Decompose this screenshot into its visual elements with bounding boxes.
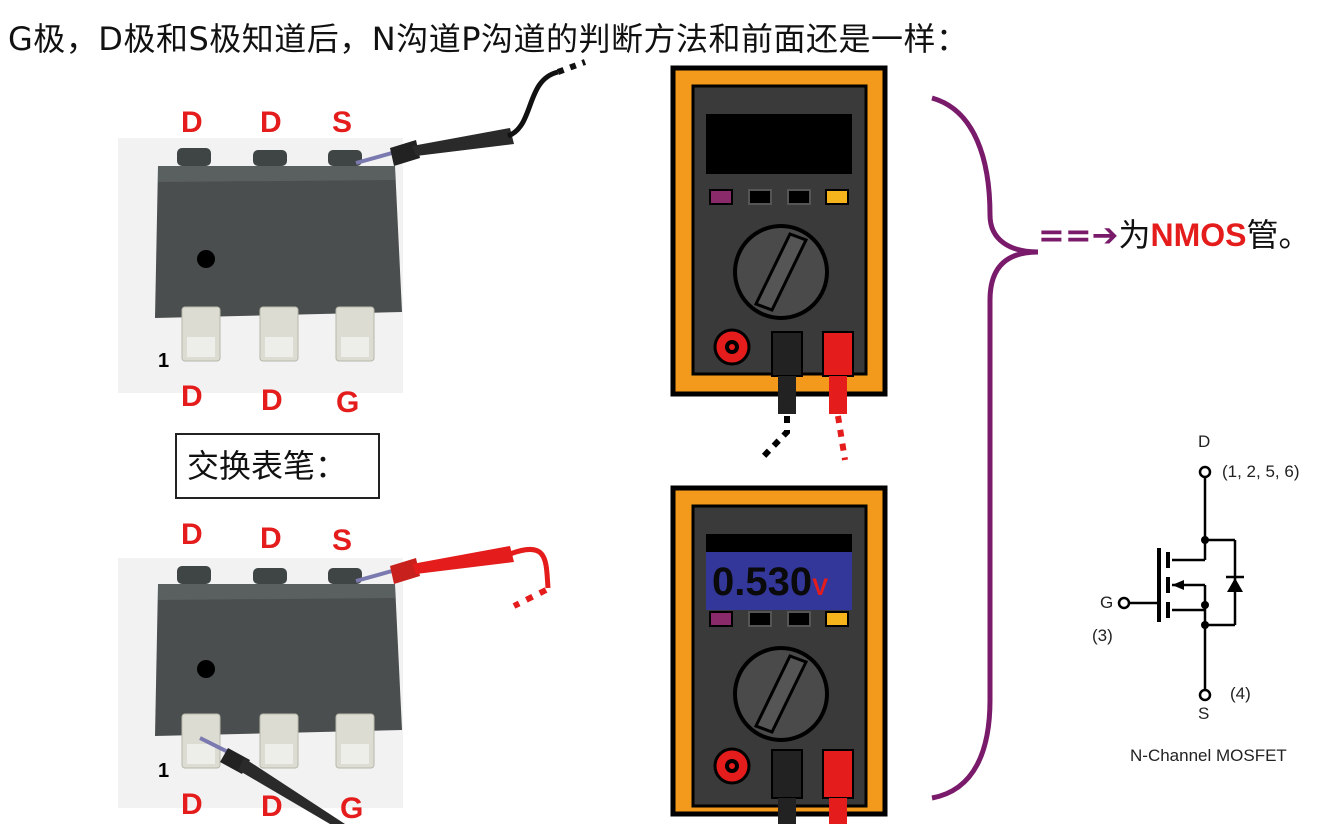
meter-reading-value: 0.530	[712, 560, 813, 604]
black-probe-top	[355, 59, 587, 166]
chip-top-pin-label: D	[181, 380, 203, 413]
schematic-source-pin: (4)	[1230, 684, 1251, 703]
chip-bottom-pin-label: D	[260, 522, 282, 555]
result-text: ==➔为NMOS管。	[1038, 210, 1310, 256]
schematic-source-label: S	[1198, 704, 1210, 723]
chip-bottom-pin-label: G	[340, 792, 364, 825]
swap-probes-label: 交换表笔：	[175, 433, 380, 499]
chip-top-pin-label: G	[336, 386, 360, 419]
multimeter-top	[670, 65, 888, 463]
schematic-gate-pin: (3)	[1092, 626, 1113, 645]
result-suffix: 管。	[1246, 216, 1311, 254]
meter-reading-unit: V	[812, 574, 829, 601]
chip-bottom-pin-label: S	[332, 524, 353, 557]
result-type: NMOS	[1150, 217, 1247, 253]
chip-top-pin-label: D	[261, 384, 283, 417]
chip-bottom-pin-label: D	[181, 788, 203, 821]
chip-bottom-pin-label: D	[181, 518, 203, 551]
chip-bottom	[118, 558, 403, 808]
result-prefix: 为	[1118, 216, 1151, 254]
schematic-drain-label: D	[1198, 432, 1211, 451]
meter-reading: 0.530V	[712, 560, 828, 605]
chip-bottom-pin-label: D	[261, 790, 283, 823]
curly-brace	[931, 95, 1039, 801]
schematic-gate-label: G	[1100, 593, 1114, 612]
page-title: G极，D极和S极知道后，N沟道P沟道的判断方法和前面还是一样：	[8, 20, 969, 58]
chip-top-pin1-marker: 1	[158, 350, 170, 372]
chip-top-pin-label: D	[260, 106, 282, 139]
chip-top-pin-label: D	[181, 106, 203, 139]
red-probe-bottom	[355, 546, 551, 609]
schematic-caption: N-Channel MOSFET	[1130, 746, 1287, 765]
schematic-drain-pins: (1, 2, 5, 6)	[1222, 462, 1300, 481]
nmos-schematic	[1117, 465, 1244, 702]
result-arrow: ==➔	[1038, 216, 1119, 254]
multimeter-bottom	[670, 485, 888, 824]
black-probe-bottom	[199, 736, 345, 824]
chip-top	[118, 138, 403, 393]
chip-top-pin-label: S	[332, 106, 353, 139]
chip-bottom-pin1-marker: 1	[158, 760, 170, 782]
